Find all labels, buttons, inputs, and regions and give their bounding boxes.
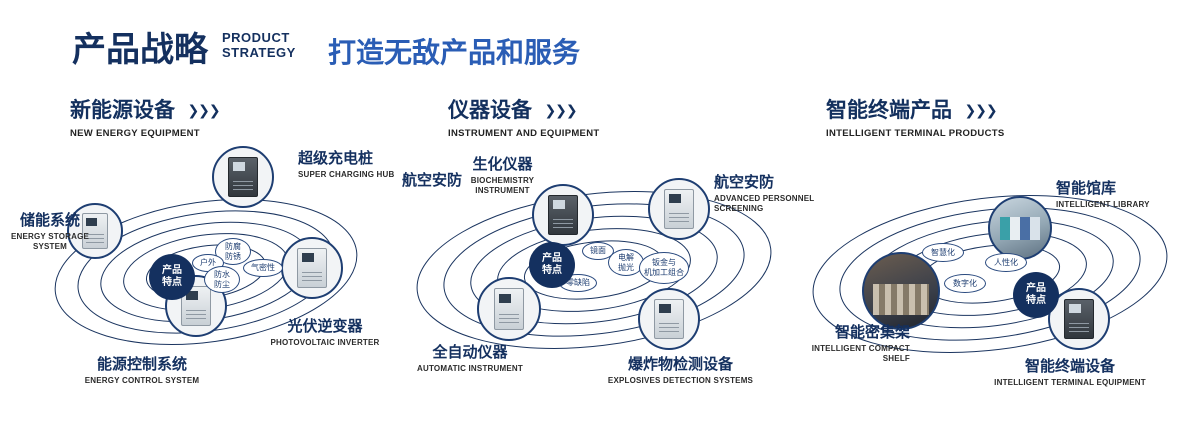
page-title: 产品战略 [72, 31, 208, 69]
biochemistry-instrument-label: 生化仪器 BIOCHEMISTRY INSTRUMENT [445, 156, 560, 197]
energy-control-system-label: 能源控制系统 ENERGY CONTROL SYSTEM [62, 356, 222, 386]
triple-chevron-icon: ❯❯❯ [964, 102, 997, 118]
automatic-instrument-label: 全自动仪器 AUTOMATIC INSTRUMENT [405, 344, 535, 374]
feature-bubble: 智慧化 [922, 243, 964, 262]
product-name-en: SUPER CHARGING HUB [298, 170, 395, 179]
equipment-icon [548, 194, 578, 236]
product-features-badge: 产品 特点 [1013, 272, 1059, 318]
product-name: 爆炸物检测设备 [627, 356, 733, 373]
equipment-icon [1064, 298, 1094, 340]
super-charging-hub-label: 超级充电桩 SUPER CHARGING HUB [298, 150, 428, 180]
photovoltaic-inverter-image [281, 237, 343, 299]
intelligent-compact-shelf-image [862, 252, 940, 330]
product-name-en: AUTOMATIC INSTRUMENT [417, 364, 523, 373]
product-name-en: ADVANCED PERSONNEL SCREENING [714, 194, 815, 214]
personnel-screening-image [648, 178, 710, 240]
product-features-badge: 产品 特点 [149, 254, 195, 300]
equipment-icon [297, 247, 327, 289]
product-name: 光伏逆变器 [287, 318, 363, 335]
equipment-icon [493, 288, 525, 330]
section-subtitle: INTELLIGENT TERMINAL PRODUCTS [826, 128, 1005, 139]
equipment-icon [81, 212, 109, 250]
section-heading-new-energy: 新能源设备 ❯❯❯ NEW ENERGY EQUIPMENT [70, 94, 221, 139]
intelligent-library-label: 智能馆库 INTELLIGENT LIBRARY [1056, 180, 1186, 210]
product-features-badge: 产品 特点 [529, 242, 575, 288]
personnel-screening-label: 航空安防 ADVANCED PERSONNEL SCREENING [714, 174, 844, 215]
product-name-en: PHOTOVOLTAIC INVERTER [270, 338, 380, 347]
super-charging-hub-image [212, 146, 274, 208]
feature-bubble: 人性化 [985, 253, 1027, 272]
automatic-instrument-image [477, 277, 541, 341]
triple-chevron-icon: ❯❯❯ [187, 102, 220, 118]
orbit-rings-instruments [416, 191, 772, 349]
section-heading-instruments: 仪器设备 ❯❯❯ INSTRUMENT AND EQUIPMENT [448, 94, 599, 139]
aviation-security-extra-label: 航空安防 [402, 172, 482, 190]
product-name-en: INTELLIGENT COMPACT SHELF [811, 344, 910, 364]
product-name: 智能终端设备 [1024, 358, 1115, 375]
feature-bubble: 气密性 [243, 259, 283, 277]
product-name: 航空安防 [714, 174, 775, 191]
energy-storage-image [67, 203, 123, 259]
intelligent-terminal-label: 智能终端设备 INTELLIGENT TERMINAL EQUIPMENT [975, 358, 1165, 388]
section-heading-intelligent-terminal: 智能终端产品 ❯❯❯ INTELLIGENT TERMINAL PRODUCTS [826, 94, 1004, 139]
product-name: 生化仪器 [472, 156, 533, 173]
intelligent-compact-shelf-label: 智能密集架 INTELLIGENT COMPACT SHELF [762, 324, 910, 365]
explosives-detection-label: 爆炸物检测设备 EXPLOSIVES DETECTION SYSTEMS [588, 356, 773, 386]
feature-bubble: 防水 防尘 [204, 266, 240, 293]
product-name: 超级充电桩 [298, 150, 374, 167]
explosives-detection-image [638, 288, 700, 350]
equipment-icon [228, 156, 258, 198]
product-name: 全自动仪器 [432, 344, 508, 361]
product-name-en: BIOCHEMISTRY INSTRUMENT [470, 176, 535, 196]
product-name-en: ENERGY CONTROL SYSTEM [84, 376, 200, 385]
product-name: 储能系统 [19, 212, 80, 229]
product-name-en: ENERGY STORAGE SYSTEM [10, 232, 90, 252]
equipment-icon [654, 298, 684, 340]
product-name-en: EXPLOSIVES DETECTION SYSTEMS [607, 376, 754, 385]
product-name: 智能密集架 [834, 324, 910, 341]
feature-bubble: 钣金与 机加工组合 [639, 252, 689, 284]
triple-chevron-icon: ❯❯❯ [544, 102, 577, 118]
page-tagline: 打造无敌产品和服务 [328, 37, 581, 68]
page-title-en: PRODUCT STRATEGY [222, 30, 296, 60]
section-subtitle: NEW ENERGY EQUIPMENT [70, 128, 200, 139]
section-title: 智能终端产品 [826, 99, 952, 122]
intelligent-terminal-image [1048, 288, 1110, 350]
intelligent-library-image [988, 196, 1052, 260]
feature-bubble: 数字化 [944, 274, 986, 293]
photovoltaic-inverter-label: 光伏逆变器 PHOTOVOLTAIC INVERTER [260, 318, 390, 348]
energy-storage-label: 储能系统 ENERGY STORAGE SYSTEM [4, 212, 96, 253]
equipment-icon [664, 188, 694, 230]
feature-bubble: 电解 抛光 [608, 249, 644, 276]
product-name: 智能馆库 [1056, 180, 1117, 197]
section-title: 仪器设备 [448, 99, 532, 122]
feature-bubble: 镜面 [582, 242, 614, 260]
product-name: 航空安防 [402, 172, 463, 189]
section-title: 新能源设备 [70, 99, 175, 122]
product-name: 能源控制系统 [96, 356, 187, 373]
product-name-en: INTELLIGENT LIBRARY [1056, 200, 1150, 209]
product-name-en: INTELLIGENT TERMINAL EQUIPMENT [994, 378, 1146, 387]
section-subtitle: INSTRUMENT AND EQUIPMENT [448, 128, 600, 139]
